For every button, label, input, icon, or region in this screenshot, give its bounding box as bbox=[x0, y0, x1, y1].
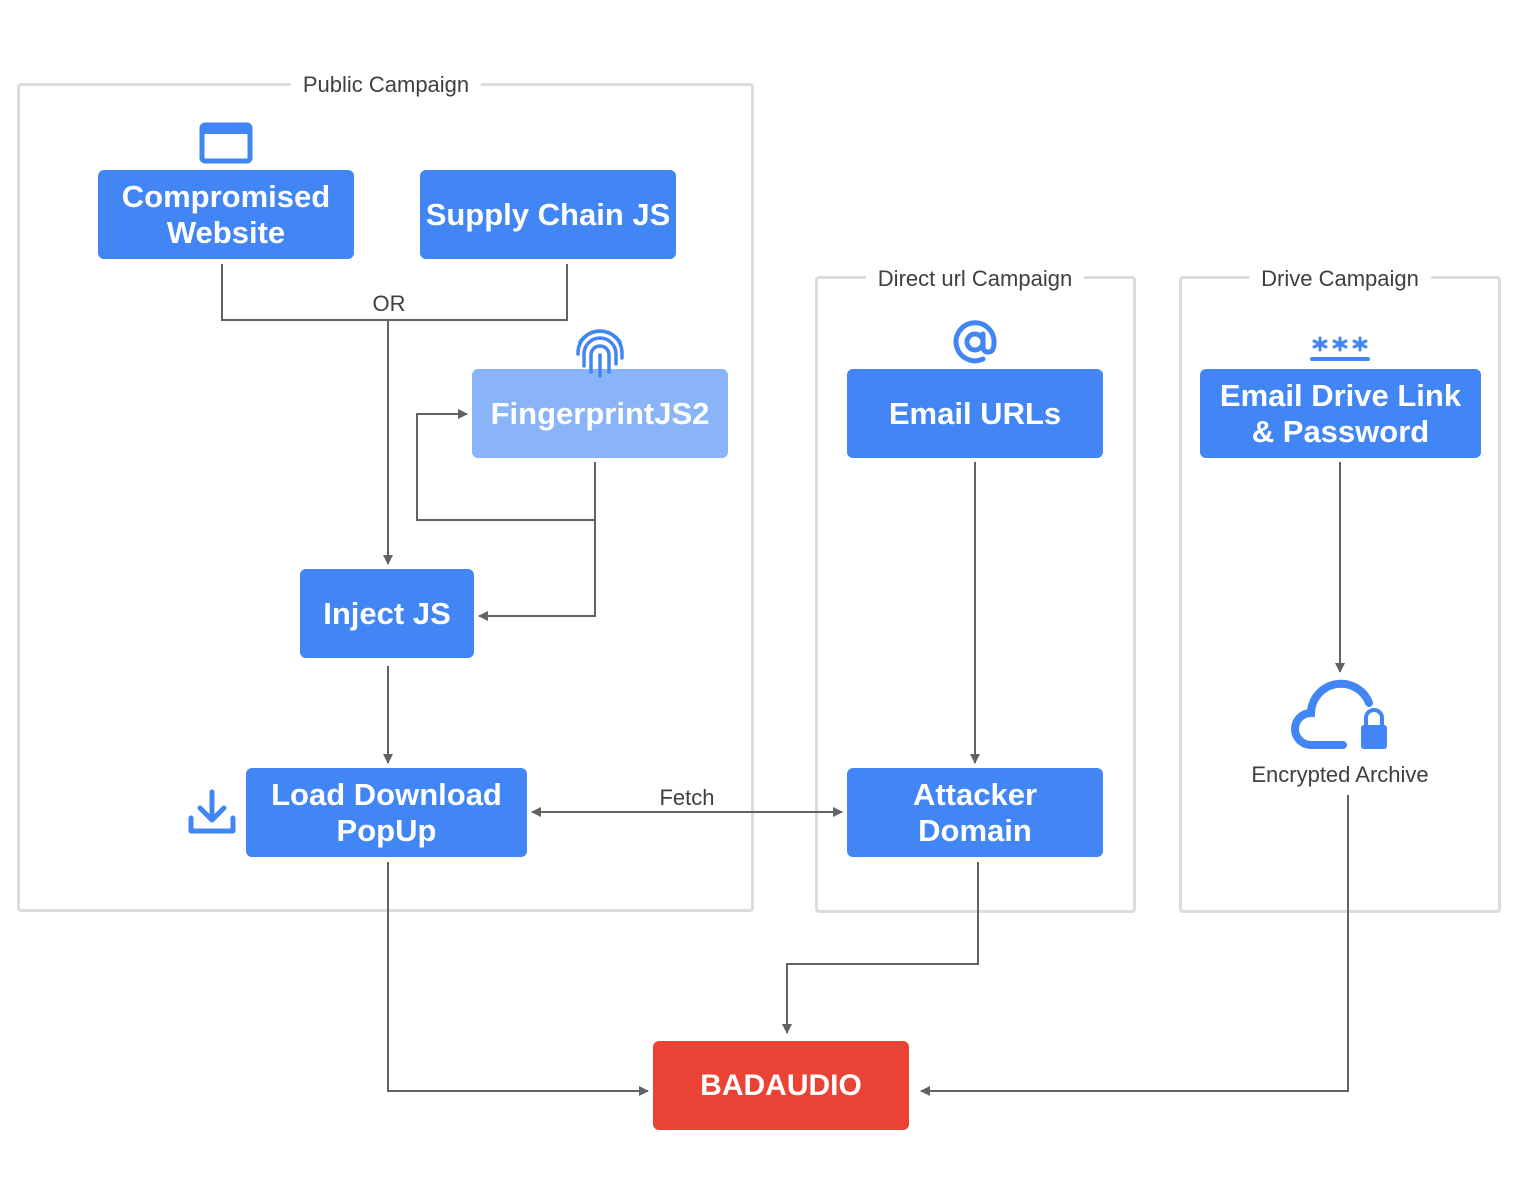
browser-window-icon bbox=[199, 122, 253, 164]
fetch-label: Fetch bbox=[659, 785, 715, 810]
fingerprint-icon bbox=[576, 329, 624, 378]
or-label: OR bbox=[372, 291, 406, 316]
archive-to-badaudio-connector bbox=[920, 795, 1349, 1096]
popup-to-badaudio-connector bbox=[387, 862, 649, 1096]
compromised-website-node: Compromised Website bbox=[98, 170, 354, 259]
fingerprint-loop-connector bbox=[416, 409, 596, 521]
badaudio-node: BADAUDIO bbox=[653, 1041, 909, 1130]
attacker-domain-node: Attacker Domain bbox=[847, 768, 1103, 857]
download-icon bbox=[188, 789, 236, 834]
cloud-lock-icon bbox=[1291, 679, 1387, 749]
or-join-connector bbox=[221, 264, 568, 321]
fingerprint-to-inject-connector bbox=[478, 520, 596, 621]
at-sign-icon bbox=[953, 320, 997, 364]
encrypted-archive-label: Encrypted Archive bbox=[1251, 762, 1429, 787]
load-download-popup-node: Load Download PopUp bbox=[246, 768, 527, 857]
drive-campaign-title: Drive Campaign bbox=[1249, 266, 1431, 292]
email-drive-link-node: Email Drive Link & Password bbox=[1200, 369, 1481, 458]
email-urls-node: Email URLs bbox=[847, 369, 1103, 458]
public-campaign-title: Public Campaign bbox=[290, 72, 482, 98]
supply-chain-js-node: Supply Chain JS bbox=[420, 170, 676, 259]
fingerprintjs2-node: FingerprintJS2 bbox=[472, 369, 728, 458]
direct-url-campaign-title: Direct url Campaign bbox=[865, 266, 1085, 292]
attacker-to-badaudio-connector bbox=[782, 862, 979, 1034]
inject-js-node: Inject JS bbox=[300, 569, 474, 658]
password-icon bbox=[1310, 336, 1370, 361]
